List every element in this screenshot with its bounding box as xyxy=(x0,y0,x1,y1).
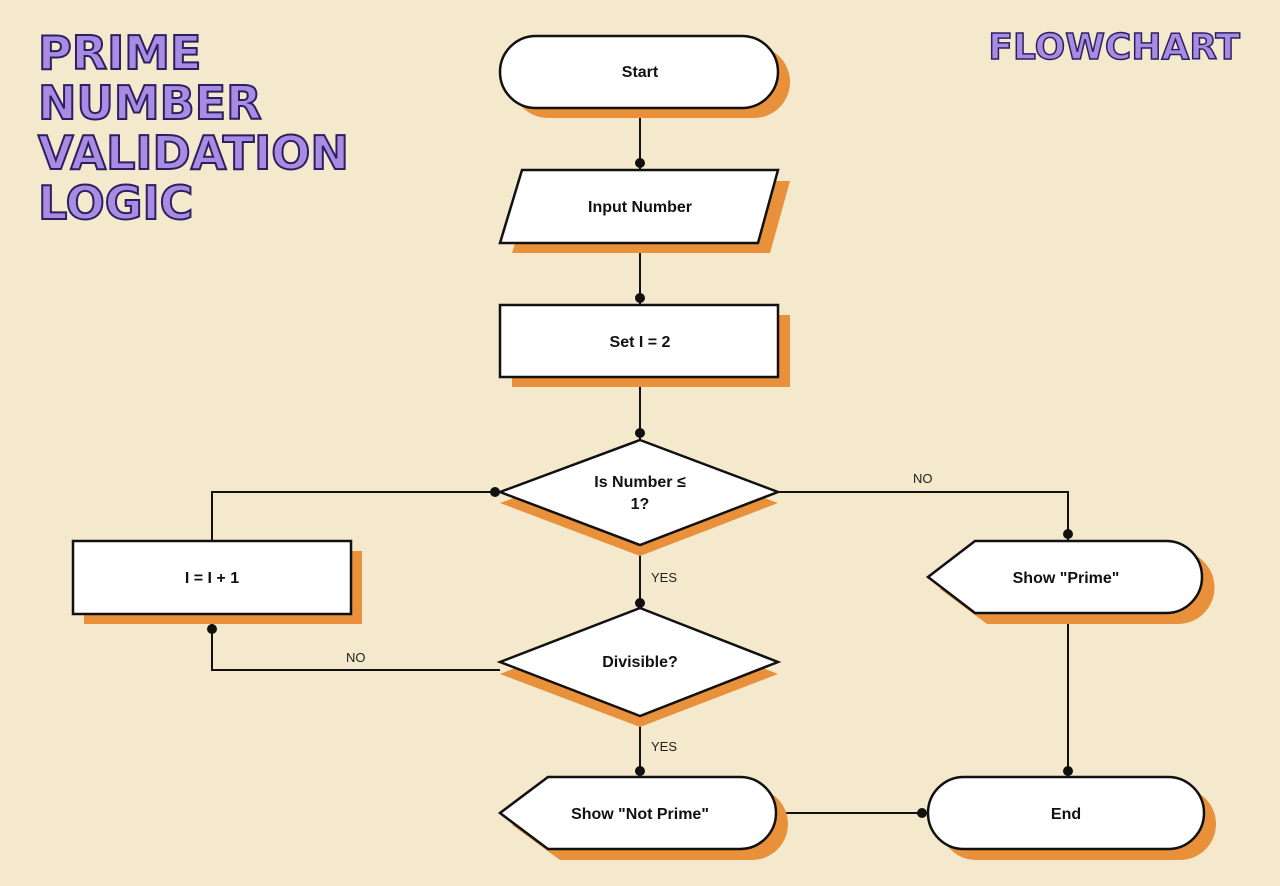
flowchart-tag: FLOWCHART xyxy=(988,27,1241,69)
dot-input-top xyxy=(635,158,645,168)
edge-decision-no-prime xyxy=(778,491,1069,541)
page-title: PRIME NUMBER VALIDATION LOGIC xyxy=(37,26,350,230)
start-node-label: Start xyxy=(622,64,659,81)
input-node: Input Number xyxy=(498,168,790,253)
dot-increment-bottom xyxy=(207,624,217,634)
input-node-label: Input Number xyxy=(588,199,692,216)
dot-notprime-top xyxy=(635,766,645,776)
input-node-shape xyxy=(498,168,780,245)
end-node: End xyxy=(926,775,1216,860)
dot-decision-top xyxy=(635,428,645,438)
edge-label-le1-yes: YES xyxy=(651,570,677,585)
decision-le1-label-line1: Is Number ≤ xyxy=(594,474,686,491)
dot-end-left xyxy=(917,808,927,818)
divisible-label: Divisible? xyxy=(602,654,678,671)
dot-end-top xyxy=(1063,766,1073,776)
decision-le1-node: Is Number ≤ 1? xyxy=(496,438,782,556)
set-i-node-shape xyxy=(498,303,780,379)
edge-increment-loop xyxy=(211,491,500,541)
decision-le1-label-line2: 1? xyxy=(631,496,650,513)
edge-label-divisible-no: NO xyxy=(346,650,366,665)
dot-divisible-top xyxy=(635,598,645,608)
start-node: Start xyxy=(498,34,790,118)
connector-dots xyxy=(207,158,1073,818)
show-prime-label: Show "Prime" xyxy=(1013,570,1120,587)
show-prime-shape xyxy=(925,539,1204,615)
show-prime-node: Show "Prime" xyxy=(925,539,1215,624)
title-line-3: VALIDATION xyxy=(37,126,350,180)
title-line-1: PRIME xyxy=(37,26,202,80)
increment-node-shape xyxy=(71,539,353,616)
set-i-node-label: Set I = 2 xyxy=(610,334,671,351)
show-not-prime-label: Show "Not Prime" xyxy=(571,806,709,823)
divisible-node: Divisible? xyxy=(496,606,782,727)
show-not-prime-node: Show "Not Prime" xyxy=(497,775,788,860)
divisible-shape xyxy=(496,606,782,718)
start-node-shape xyxy=(498,34,780,110)
increment-node-label: I = I + 1 xyxy=(185,570,239,587)
dot-prime-top xyxy=(1063,529,1073,539)
end-node-label: End xyxy=(1051,806,1081,823)
title-line-4: LOGIC xyxy=(37,176,194,230)
title-line-2: NUMBER xyxy=(37,76,263,130)
edge-label-le1-no: NO xyxy=(913,471,933,486)
increment-node: I = I + 1 xyxy=(71,539,362,624)
edge-label-divisible-yes: YES xyxy=(651,739,677,754)
set-i-node: Set I = 2 xyxy=(498,303,790,387)
show-not-prime-shape xyxy=(497,775,778,851)
dot-decision-left xyxy=(490,487,500,497)
dot-set-top xyxy=(635,293,645,303)
decision-le1-shape xyxy=(496,438,782,547)
end-node-shape xyxy=(926,775,1206,851)
